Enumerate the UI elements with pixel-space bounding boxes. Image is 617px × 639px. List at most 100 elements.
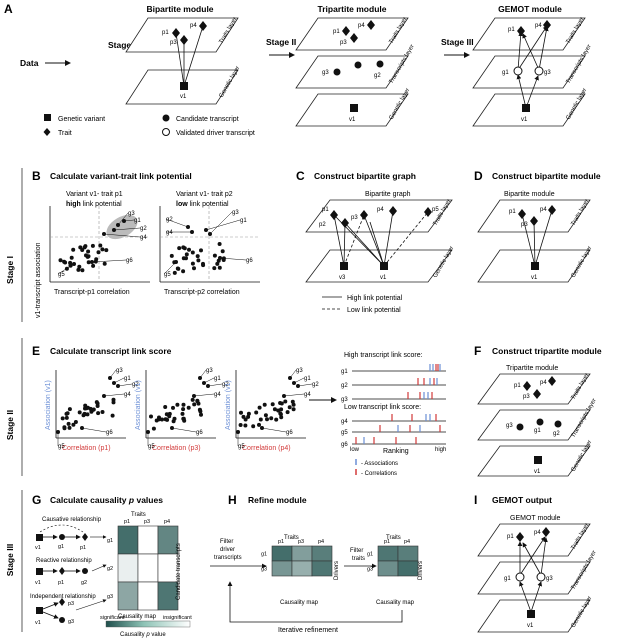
heat-cell	[377, 545, 399, 562]
heat-col-label: p1	[278, 539, 284, 545]
svg-text:g1: g1	[504, 576, 511, 582]
leader-line	[113, 377, 125, 384]
scatter-point	[96, 250, 101, 255]
scatter-point	[65, 411, 70, 416]
leader-line	[293, 377, 305, 384]
leader-line	[91, 259, 127, 263]
scatter-point	[71, 422, 76, 427]
panel-a-legend: Genetic variant Trait Candidate transcri…	[43, 114, 255, 137]
stage-ii-label: Stage II	[266, 37, 296, 47]
svg-text:g2: g2	[374, 73, 381, 79]
scatter-point	[197, 408, 202, 412]
svg-text:p4: p4	[377, 207, 384, 213]
scatter-point	[285, 410, 290, 415]
svg-text:- Associations: - Associations	[361, 461, 398, 467]
scatter-point	[91, 407, 96, 412]
scatter-point	[77, 264, 82, 269]
scatter-point	[110, 413, 115, 418]
scatter-point	[172, 270, 177, 275]
panel-e: E Calculate transcript link score Associ…	[32, 344, 446, 477]
panel-g-letter: G	[32, 493, 41, 507]
heat-col-label: p4	[318, 539, 324, 545]
stage-label-2: Stage II	[5, 410, 15, 440]
leader-line	[109, 369, 117, 379]
svg-text:Bipartite module: Bipartite module	[504, 191, 555, 198]
scatter-point	[199, 412, 203, 417]
data-label: Data	[20, 58, 39, 68]
rank-row-label: g6	[341, 442, 348, 448]
scatter-point	[69, 255, 74, 260]
heat-cell	[157, 525, 179, 555]
axis-xlabel: Correlation (p1)	[62, 445, 111, 452]
panel-h: H Refine module Filter driver transcript…	[210, 493, 424, 634]
svg-text:Independent relationship: Independent relationship	[30, 594, 96, 600]
svg-text:GEMOT module: GEMOT module	[510, 515, 561, 522]
scatter-point	[251, 424, 256, 429]
scatter-point	[58, 258, 63, 263]
scatter-point	[84, 253, 88, 258]
scatter-point	[279, 415, 284, 420]
heat-col-label: p4	[164, 519, 170, 525]
panel-d-letter: D	[474, 169, 483, 183]
point-label: g5	[58, 444, 65, 450]
svg-text:p4: p4	[358, 23, 365, 29]
scatter-point	[290, 399, 295, 404]
svg-text:p4: p4	[190, 23, 197, 29]
heat-row-label: g3	[367, 567, 373, 573]
point-label: g5	[164, 272, 171, 278]
svg-text:Low transcript link score:: Low transcript link score:	[344, 404, 421, 411]
svg-text:Reactive relationship: Reactive relationship	[36, 558, 92, 564]
svg-text:Causality map: Causality map	[118, 614, 157, 620]
scatter-point	[111, 400, 116, 405]
svg-text:v1: v1	[180, 94, 187, 100]
svg-text:p1: p1	[508, 27, 515, 33]
point-label: g1	[134, 218, 141, 224]
heat-cell	[311, 560, 333, 577]
svg-text:p3: p3	[68, 601, 74, 607]
svg-text:p2: p2	[319, 222, 326, 228]
scatter-point	[82, 411, 87, 416]
scatter-point	[151, 426, 156, 431]
scatter-point	[95, 404, 100, 408]
point-label: g5	[148, 444, 155, 450]
rank-row-label: g1	[341, 369, 348, 375]
scatter-point	[215, 261, 220, 266]
leader-line	[203, 377, 215, 384]
svg-text:Transcript-p1 correlation: Transcript-p1 correlation	[54, 289, 130, 296]
stage-iii-label: Stage III	[441, 37, 474, 47]
scatter-point	[291, 402, 296, 407]
scatter-point	[100, 410, 105, 414]
panel-e-title: Calculate transcript link score	[50, 346, 172, 356]
scatter-point	[88, 406, 93, 411]
scatter-point	[67, 425, 72, 430]
point-label: g4	[166, 230, 173, 236]
panel-a-letter: A	[4, 2, 13, 16]
svg-text:Variant v1- trait p2: Variant v1- trait p2	[176, 191, 233, 198]
rank-row-label: g4	[341, 419, 348, 425]
svg-text:p1: p1	[80, 545, 86, 551]
svg-text:g1: g1	[534, 428, 541, 434]
svg-text:Drivers: Drivers	[334, 561, 340, 580]
scatter-point	[246, 411, 251, 416]
heat-cell	[311, 545, 333, 562]
heat-row-label: g3	[107, 594, 113, 600]
leader-line	[81, 427, 107, 433]
leader-line	[57, 263, 75, 275]
svg-text:g3: g3	[322, 70, 329, 76]
svg-text:p1: p1	[509, 209, 516, 215]
panel-b-title: Calculate variant-trait link potential	[50, 171, 192, 181]
point-label: g3	[232, 210, 239, 216]
heat-cell	[157, 581, 179, 611]
svg-text:p1: p1	[507, 534, 514, 540]
scatter-point	[217, 242, 222, 246]
svg-text:v1: v1	[35, 580, 41, 586]
axis-xlabel: Correlation (p4)	[242, 445, 291, 452]
scatter-point	[265, 417, 269, 422]
axis-ylabel: Association (v1)	[225, 380, 232, 430]
point-label: g1	[214, 376, 221, 382]
svg-text:Drivers: Drivers	[418, 561, 424, 580]
leader-line	[117, 212, 129, 226]
svg-text:g3: g3	[546, 576, 553, 582]
